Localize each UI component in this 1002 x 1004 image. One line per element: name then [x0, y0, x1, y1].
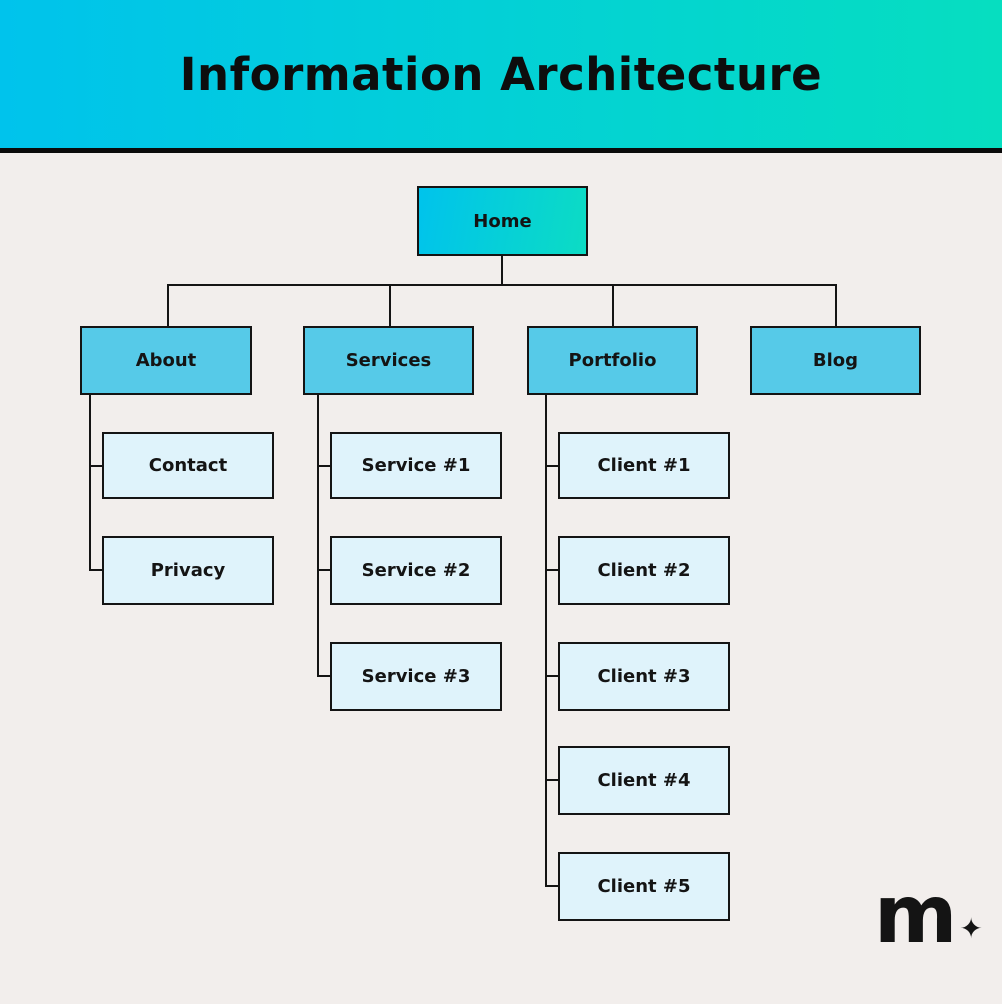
node-client-4: Client #4 — [558, 746, 730, 815]
node-blog-label: Blog — [812, 350, 859, 371]
node-client-1: Client #1 — [558, 432, 730, 499]
node-client-3: Client #3 — [558, 642, 730, 711]
node-services: Services — [303, 326, 474, 395]
node-service-1-label: Service #1 — [361, 455, 471, 476]
node-contact: Contact — [102, 432, 274, 499]
node-client-3-label: Client #3 — [597, 666, 691, 687]
node-service-2: Service #2 — [330, 536, 502, 605]
logo-letter: m — [874, 868, 958, 961]
node-contact-label: Contact — [148, 455, 228, 476]
node-privacy-label: Privacy — [150, 560, 226, 581]
node-client-4-label: Client #4 — [597, 770, 691, 791]
node-portfolio: Portfolio — [527, 326, 698, 395]
node-home: Home — [417, 186, 588, 256]
node-client-5: Client #5 — [558, 852, 730, 921]
page-title: Information Architecture — [179, 47, 823, 101]
node-blog: Blog — [750, 326, 921, 395]
node-service-2-label: Service #2 — [361, 560, 471, 581]
node-service-3: Service #3 — [330, 642, 502, 711]
node-about: About — [80, 326, 252, 395]
node-service-3-label: Service #3 — [361, 666, 471, 687]
node-about-label: About — [135, 350, 197, 371]
brand-logo: m ✦ — [874, 865, 983, 965]
node-client-5-label: Client #5 — [597, 876, 691, 897]
node-service-1: Service #1 — [330, 432, 502, 499]
sparkle-icon: ✦ — [959, 912, 983, 945]
node-home-label: Home — [473, 210, 532, 232]
node-services-label: Services — [345, 350, 432, 371]
node-client-1-label: Client #1 — [597, 455, 691, 476]
node-client-2: Client #2 — [558, 536, 730, 605]
node-client-2-label: Client #2 — [597, 560, 691, 581]
node-privacy: Privacy — [102, 536, 274, 605]
node-portfolio-label: Portfolio — [568, 350, 657, 371]
header-banner: Information Architecture — [0, 0, 1002, 153]
